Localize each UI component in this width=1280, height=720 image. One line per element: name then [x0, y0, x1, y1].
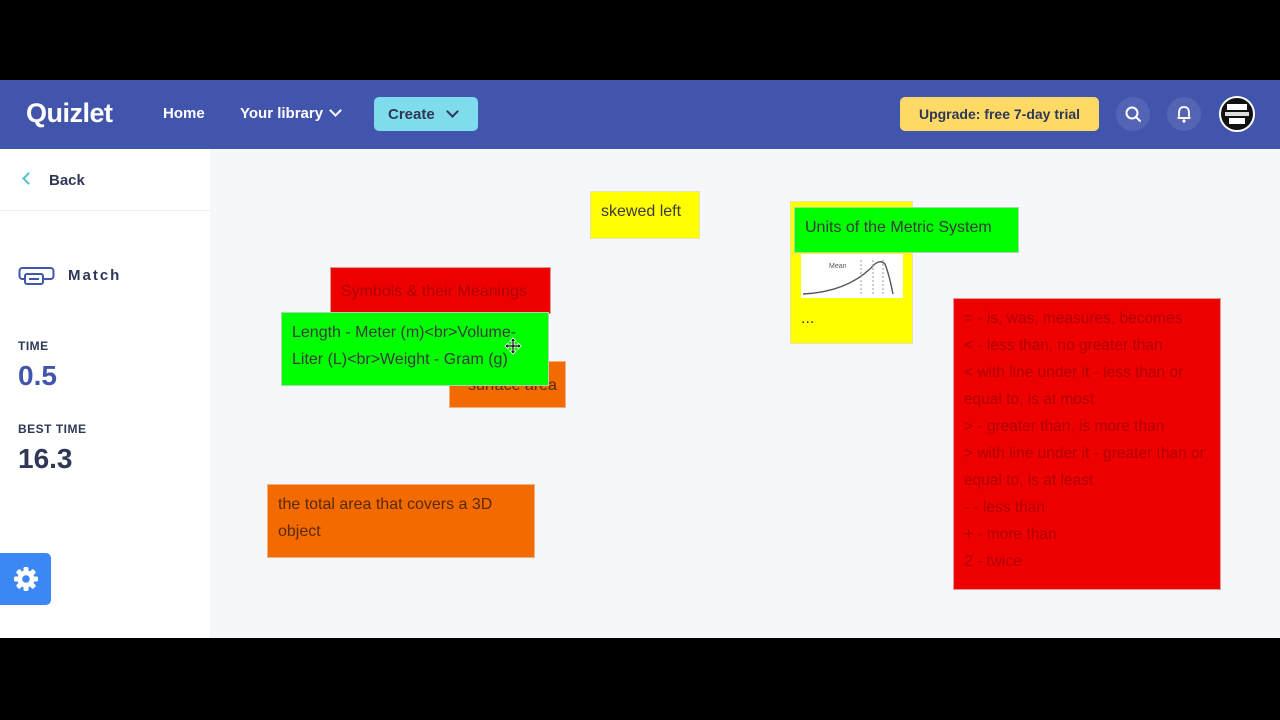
sidebar-divider	[0, 210, 210, 211]
time-label: TIME	[18, 339, 49, 353]
card-text-line-1: Length - Meter (m)<br>Volume-	[292, 324, 517, 341]
graph-mean-caption: Mean	[829, 263, 847, 270]
chevron-down-icon	[446, 105, 459, 118]
search-icon	[1125, 106, 1141, 122]
match-card-surface-area-definition[interactable]: the total area that covers a 3D object	[267, 484, 535, 558]
top-navigation-bar: Quizlet Home Your library Create Upgrade…	[0, 80, 1280, 149]
settings-button[interactable]	[0, 553, 51, 605]
match-card-symbols-meanings[interactable]: Symbols & their Meanings	[330, 267, 551, 314]
match-card-symbols-list[interactable]: = - is, was, measures, becomes < - less …	[953, 298, 1221, 590]
symbols-list-item: + - more than	[964, 526, 1057, 543]
skewed-distribution-graph-icon: Mean	[801, 254, 903, 298]
search-button[interactable]	[1116, 97, 1150, 131]
card-text: the total area that covers a 3D object	[278, 496, 493, 540]
card-ellipsis: ...	[801, 310, 815, 327]
bell-icon	[1177, 106, 1191, 123]
match-card-metric-definitions[interactable]: Length - Meter (m)<br>Volume- Liter (L)<…	[281, 312, 549, 386]
move-cursor-icon	[504, 337, 522, 355]
match-board: skewed left Mean ... Units of the Metric…	[210, 149, 1280, 638]
symbols-list-item: < - less than, no greater than	[964, 337, 1163, 354]
quizlet-logo[interactable]: Quizlet	[26, 98, 113, 128]
symbols-list-item: = - is, was, measures, becomes	[964, 310, 1183, 327]
time-value: 0.5	[18, 360, 57, 391]
symbols-list-item: > - greater than, is more than	[964, 418, 1165, 435]
card-text: Units of the Metric System	[805, 219, 992, 236]
user-avatar[interactable]	[1219, 96, 1255, 132]
back-arrow-icon	[22, 172, 35, 185]
symbols-list-item: > with line under it - greater than or e…	[964, 445, 1205, 489]
best-time-value: 16.3	[18, 443, 73, 474]
symbols-list-item: - - less than	[964, 499, 1045, 516]
create-button-label: Create	[388, 106, 435, 123]
sidebar: Back Match TIME 0.5 BEST TIME 16.3	[0, 149, 210, 638]
letterbox-bottom	[0, 638, 1280, 720]
back-button[interactable]: Back	[22, 172, 85, 189]
card-text: skewed left	[601, 203, 682, 220]
symbols-list-item: 2 - twice	[964, 553, 1022, 570]
symbols-list-item: < with line under it - less than or equa…	[964, 364, 1184, 408]
match-card-units-metric[interactable]: Units of the Metric System	[794, 207, 1019, 253]
back-label: Back	[49, 172, 85, 189]
nav-your-library[interactable]: Your library	[240, 104, 342, 122]
match-mode-icon	[18, 264, 56, 293]
card-text-line-2: Liter (L)<br>Weight - Gram (g)	[292, 351, 508, 368]
letterbox-top	[0, 0, 1280, 80]
nav-home[interactable]: Home	[163, 105, 205, 122]
match-card-skewed-left[interactable]: skewed left	[590, 191, 700, 239]
mode-title: Match	[68, 267, 122, 284]
notifications-button[interactable]	[1167, 97, 1201, 131]
quizlet-match-window: Quizlet Home Your library Create Upgrade…	[0, 80, 1280, 638]
gear-icon	[14, 567, 38, 591]
card-text: Symbols & their Meanings	[341, 283, 527, 300]
avatar-image-icon	[1225, 104, 1249, 124]
best-time-label: BEST TIME	[18, 422, 87, 436]
chevron-down-icon	[329, 104, 342, 117]
create-button[interactable]: Create	[374, 97, 478, 131]
upgrade-button[interactable]: Upgrade: free 7-day trial	[900, 97, 1099, 131]
nav-your-library-label: Your library	[240, 105, 324, 122]
